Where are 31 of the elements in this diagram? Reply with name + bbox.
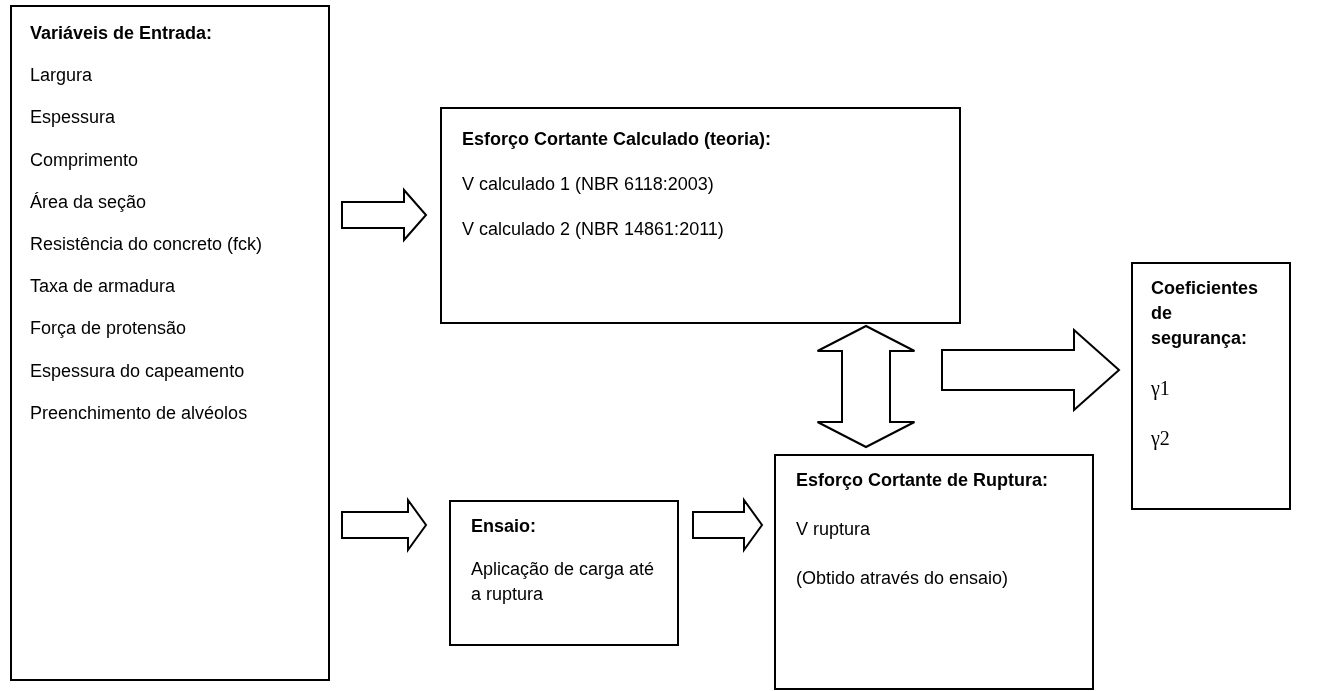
block-arrow [816, 324, 916, 449]
box-text: Largura [30, 64, 94, 88]
process-box [440, 107, 961, 324]
box-heading: Ensaio: [471, 515, 537, 538]
box-text: Resistência do concreto (fck) [30, 232, 264, 256]
block-arrow [941, 327, 1121, 413]
box-text: Espessura do capeamento [30, 359, 246, 383]
process-box [774, 454, 1094, 690]
box-text: γ2 [1151, 425, 1171, 452]
box-text: Aplicação de carga até a ruptura [471, 558, 656, 607]
box-text: (Obtido através do ensaio) [796, 567, 1010, 591]
box-text: Taxa de armadura [30, 275, 177, 299]
block-arrow [692, 496, 764, 554]
process-box [10, 5, 330, 681]
box-heading: Esforço Cortante de Ruptura: [796, 469, 1050, 492]
box-heading: Coeficientes de segurança: [1151, 277, 1260, 351]
box-text: V calculado 2 (NBR 14861:2011) [462, 218, 725, 242]
box-text: V ruptura [796, 518, 872, 542]
process-box [1131, 262, 1291, 510]
box-text: V calculado 1 (NBR 6118:2003) [462, 173, 715, 197]
block-arrow [341, 496, 428, 554]
box-text: γ1 [1151, 375, 1171, 402]
box-text: Força de protensão [30, 317, 188, 341]
box-text: Área da seção [30, 190, 148, 214]
box-heading: Variáveis de Entrada: [30, 22, 214, 45]
process-box [449, 500, 679, 646]
box-text: Comprimento [30, 148, 140, 172]
box-text: Espessura [30, 106, 117, 130]
box-heading: Esforço Cortante Calculado (teoria): [462, 128, 773, 151]
box-text: Preenchimento de alvéolos [30, 401, 249, 425]
block-arrow [341, 187, 428, 243]
